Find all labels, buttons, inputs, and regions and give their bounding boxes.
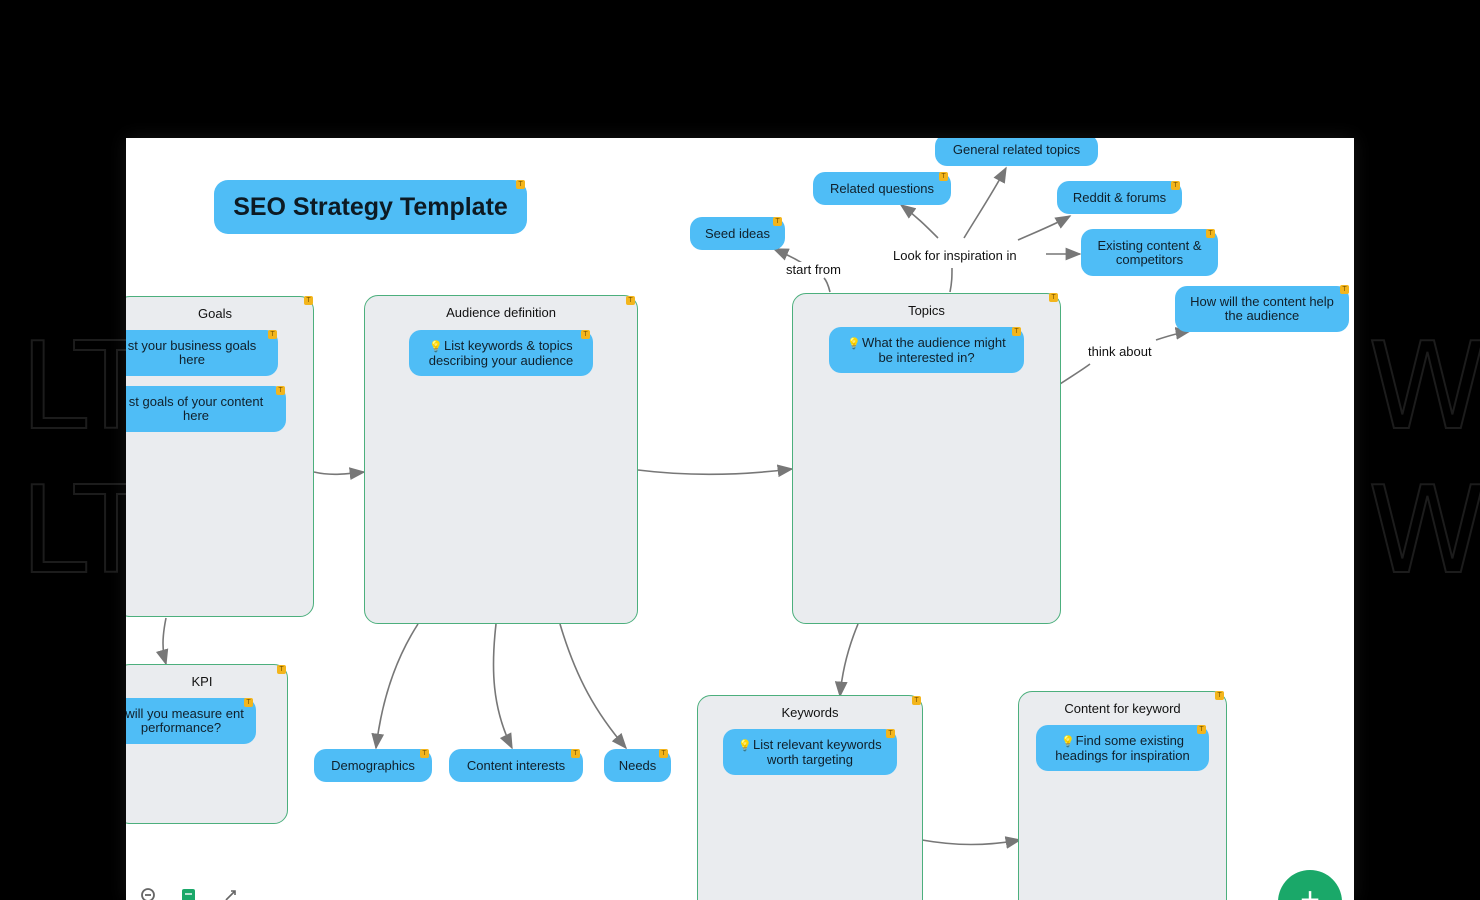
badge-icon[interactable]: T	[773, 217, 782, 226]
badge-icon[interactable]: T	[420, 749, 429, 758]
kpi-title: KPI	[191, 674, 213, 689]
content-for-keyword-title: Content for keyword	[1064, 701, 1181, 716]
demographics-label: Demographics	[331, 757, 415, 773]
topics-item-label: What the audience might be interested in…	[861, 334, 1006, 365]
link-audience-interests	[492, 623, 513, 750]
existing-content-node[interactable]: Existing content & competitors	[1081, 229, 1218, 276]
badge-icon[interactable]: T	[1197, 725, 1206, 734]
content-interests-label: Content interests	[466, 757, 566, 773]
badge-icon[interactable]: T	[626, 296, 635, 305]
link-goals-kpi	[155, 617, 169, 666]
general-topics-node[interactable]: General related topics	[935, 138, 1098, 166]
badge-icon[interactable]: T	[939, 172, 948, 181]
keywords-title: Keywords	[781, 705, 839, 720]
audience-item-label: List keywords & topics describing your a…	[428, 337, 574, 368]
seed-ideas-node[interactable]: Seed ideas	[690, 217, 785, 250]
reddit-forums-label: Reddit & forums	[1072, 189, 1167, 205]
link-goals-audience	[313, 467, 366, 480]
badge-icon[interactable]: T	[1215, 691, 1224, 700]
goals-item-label: st goals of your content here	[128, 394, 264, 423]
topics-item[interactable]: 💡What the audience might be interested i…	[829, 327, 1024, 373]
title-node[interactable]: SEO Strategy Template	[214, 180, 527, 234]
existing-content-label: Existing content & competitors	[1097, 237, 1202, 267]
topics-title: Topics	[908, 303, 945, 318]
lightbulb-icon: 💡	[847, 337, 861, 350]
reddit-forums-node[interactable]: Reddit & forums	[1057, 181, 1182, 214]
badge-icon[interactable]: T	[1012, 327, 1021, 336]
link-audience-topics	[637, 464, 794, 478]
watermark-right-2: W	[1367, 461, 1480, 602]
keywords-box[interactable]: Keywords	[697, 695, 923, 900]
link-look-general	[963, 166, 1007, 239]
page-title: SEO Strategy Template	[233, 193, 508, 221]
general-topics-label: General related topics	[952, 142, 1081, 157]
related-questions-label: Related questions	[829, 180, 935, 196]
badge-icon[interactable]: T	[1049, 293, 1058, 302]
lightbulb-icon: 💡	[429, 340, 444, 353]
badge-icon[interactable]: T	[571, 749, 580, 758]
content-for-keyword-box[interactable]: Content for keyword	[1018, 691, 1227, 900]
badge-icon[interactable]: T	[268, 330, 277, 339]
lightbulb-icon: 💡	[738, 739, 753, 752]
kpi-item[interactable]: / will you measure ent performance?	[126, 698, 256, 744]
content-interests-node[interactable]: Content interests	[449, 749, 583, 782]
badge-icon[interactable]: T	[277, 665, 286, 674]
link-topics-think	[1059, 363, 1091, 385]
link-keywords-content	[921, 836, 1022, 849]
link-topics-keywords	[834, 623, 859, 698]
keywords-item[interactable]: 💡List relevant keywords worth targeting	[723, 729, 897, 775]
goals-item-label: st your business goals here	[127, 338, 257, 367]
badge-icon[interactable]: T	[244, 698, 253, 707]
lightbulb-icon: 💡	[1060, 735, 1075, 748]
zoom-out-icon[interactable]	[140, 886, 158, 900]
content-help-label: How will the content help the audience	[1190, 294, 1334, 323]
related-questions-node[interactable]: Related questions	[813, 172, 951, 205]
start-from-label: start from	[784, 262, 843, 277]
mindmap-canvas[interactable]: SEO Strategy Template T Goals T st your …	[126, 138, 1354, 900]
link-topics-look	[949, 267, 953, 293]
link-think-how	[1155, 327, 1192, 341]
link-audience-needs	[559, 623, 628, 750]
keywords-item-label: List relevant keywords worth targeting	[753, 736, 882, 767]
badge-icon[interactable]: T	[912, 696, 921, 705]
needs-label: Needs	[618, 757, 657, 773]
link-look-related	[899, 204, 939, 239]
demographics-node[interactable]: Demographics	[314, 749, 432, 782]
content-for-keyword-item[interactable]: 💡Find some existing headings for inspira…	[1036, 725, 1209, 771]
fullscreen-icon[interactable]	[222, 886, 240, 900]
badge-icon[interactable]: T	[1340, 285, 1349, 294]
goals-item-content[interactable]: st goals of your content here	[126, 386, 286, 432]
content-for-keyword-item-label: Find some existing headings for inspirat…	[1055, 732, 1190, 763]
badge-icon[interactable]: T	[276, 386, 285, 395]
kpi-item-label: / will you measure ent performance?	[126, 706, 244, 735]
badge-icon[interactable]: T	[886, 729, 895, 738]
audience-title: Audience definition	[446, 305, 556, 320]
goals-title: Goals	[198, 306, 232, 321]
badge-icon[interactable]: T	[1171, 181, 1180, 190]
think-about-label: think about	[1086, 344, 1154, 359]
look-for-inspiration-label: Look for inspiration in	[891, 248, 1019, 263]
link-look-reddit	[1017, 215, 1072, 241]
audience-item[interactable]: 💡List keywords & topics describing your …	[409, 330, 593, 376]
goals-item-business[interactable]: st your business goals here	[126, 330, 278, 376]
badge-icon[interactable]: T	[659, 749, 668, 758]
badge-icon[interactable]: T	[304, 296, 313, 305]
link-topics-start	[823, 277, 831, 293]
badge-icon[interactable]: T	[581, 330, 590, 339]
watermark-right-1: W	[1367, 317, 1480, 458]
kpi-box[interactable]: KPI	[126, 664, 288, 824]
content-help-node[interactable]: How will the content help the audience	[1175, 286, 1349, 332]
badge-icon[interactable]: T	[1206, 229, 1215, 238]
badge-icon[interactable]: T	[516, 180, 525, 189]
seed-ideas-label: Seed ideas	[704, 225, 771, 241]
outline-view-icon[interactable]	[180, 886, 198, 900]
link-audience-demographics	[371, 623, 419, 750]
connector-layer	[155, 166, 1192, 849]
